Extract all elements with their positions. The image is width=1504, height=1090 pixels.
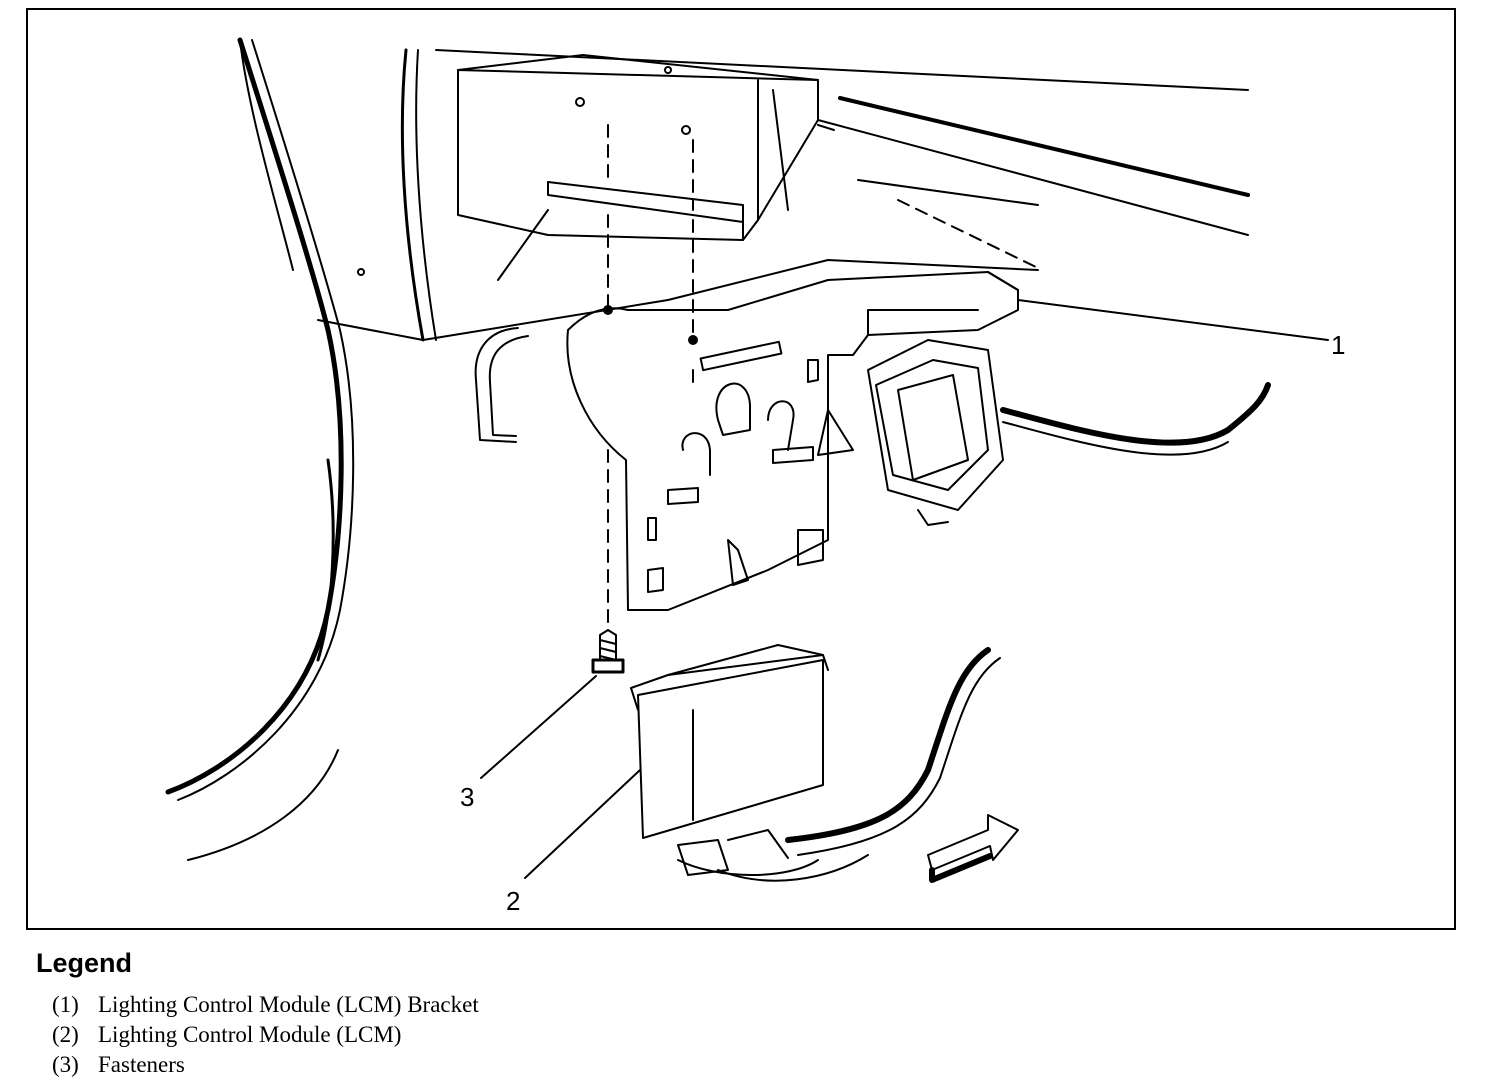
diagram-frame: 1 3 2 (26, 8, 1456, 930)
lcm-installation-drawing (165, 37, 1329, 883)
legend-item-text: Lighting Control Module (LCM) (98, 1022, 402, 1047)
lcm-module (630, 644, 829, 876)
callout-1: 1 (1331, 330, 1346, 360)
legend-item-number: (1) (52, 992, 79, 1017)
bracket-connector (867, 339, 1004, 526)
side-clip (474, 327, 529, 443)
forward-arrow-icon (927, 814, 1019, 883)
legend-item: (1) Lighting Control Module (LCM) Bracket (52, 991, 479, 1019)
upper-mounting-box (457, 54, 835, 281)
legend-title: Legend (36, 948, 133, 978)
wiring-harness-lower (717, 647, 1001, 882)
upper-rail (422, 49, 1250, 341)
wiring-harness-upper (1000, 382, 1271, 456)
legend-item: (3) Fasteners (52, 1051, 185, 1079)
callout-2: 2 (506, 886, 521, 916)
legend-item-text: Fasteners (98, 1052, 185, 1077)
alignment-lines (607, 124, 1039, 631)
body-pillar (165, 37, 437, 861)
legend-item-number: (3) (52, 1052, 79, 1077)
callout-3: 3 (460, 782, 475, 812)
legend-item-number: (2) (52, 1022, 79, 1047)
fastener (591, 629, 625, 674)
lcm-bracket (566, 271, 1019, 611)
legend-item: (2) Lighting Control Module (LCM) (52, 1021, 401, 1049)
legend-item-text: Lighting Control Module (LCM) Bracket (98, 992, 479, 1017)
leader-lines (480, 299, 1329, 879)
